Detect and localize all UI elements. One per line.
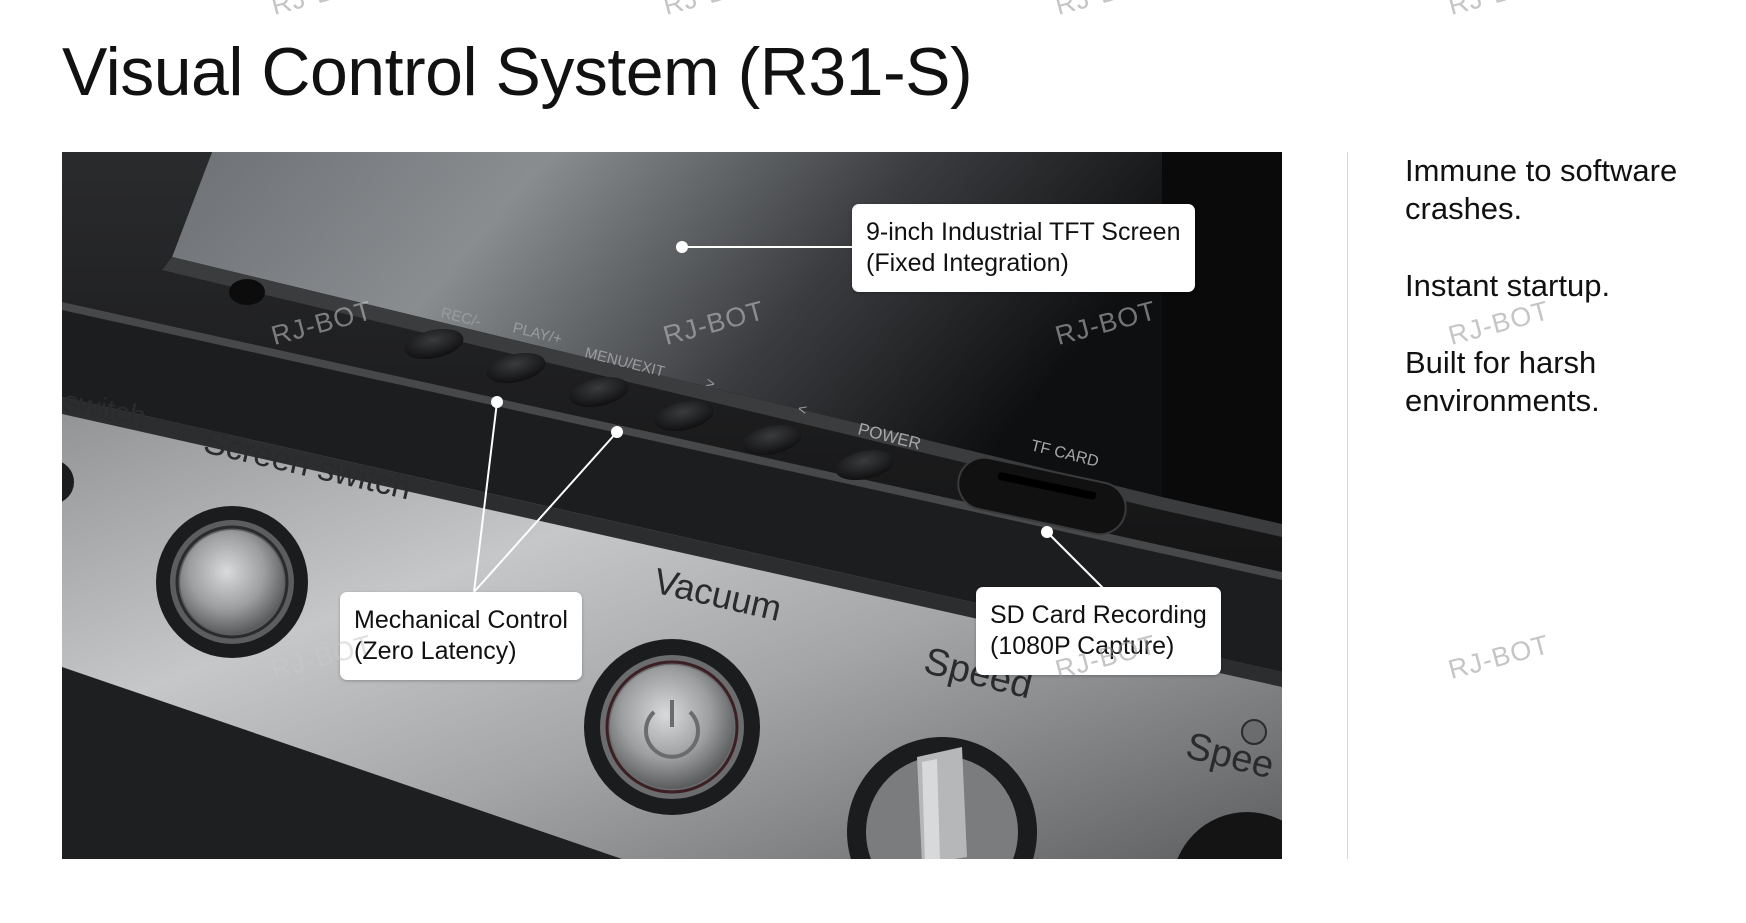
- watermark: RJ-BOT: [1445, 629, 1553, 685]
- mechanical-callout-dot-1: [491, 396, 503, 408]
- sensor-icon: [229, 279, 265, 305]
- watermark: RJ-BOT: [1445, 0, 1553, 22]
- column-divider: [1347, 152, 1348, 859]
- mechanical-callout-dot-2: [611, 426, 623, 438]
- menu-exit-button[interactable]: [567, 372, 632, 412]
- left-label: <: [796, 400, 809, 419]
- watermark: RJ-BOT: [660, 0, 768, 22]
- callout-mechanical-line1: Mechanical Control: [354, 606, 568, 634]
- watermark: RJ-BOT: [1052, 0, 1160, 22]
- left-button[interactable]: [740, 420, 805, 460]
- page-title: Visual Control System (R31-S): [62, 34, 973, 110]
- feature-item: Immune to software crashes.: [1405, 153, 1678, 226]
- callout-sdcard-line2: (1080P Capture): [990, 632, 1175, 660]
- right-button[interactable]: [652, 396, 717, 436]
- feature-item: Built for harsh environments.: [1405, 345, 1600, 418]
- callout-tft-screen-line2: (Fixed Integration): [866, 249, 1069, 277]
- steel-panel: [62, 397, 1282, 859]
- play-button[interactable]: [484, 348, 549, 388]
- screw-icon: [1241, 719, 1267, 745]
- screen-callout-dot: [676, 241, 688, 253]
- right-label: >: [704, 374, 717, 393]
- watermark: RJ-BOT: [268, 0, 376, 22]
- callout-tft-screen: 9-inch Industrial TFT Screen (Fixed Inte…: [852, 204, 1195, 292]
- feature-item: Instant startup.: [1405, 268, 1611, 303]
- feature-list: Immune to software crashes. Instant star…: [1405, 152, 1735, 459]
- callout-mechanical-line2: (Zero Latency): [354, 637, 517, 665]
- rec-button[interactable]: [402, 324, 467, 364]
- callout-sdcard-line1: SD Card Recording: [990, 601, 1207, 629]
- power-icon: [644, 710, 700, 759]
- sdcard-callout-dot: [1041, 526, 1053, 538]
- callout-sd-card: SD Card Recording (1080P Capture): [976, 587, 1221, 675]
- callout-mechanical-control: Mechanical Control (Zero Latency): [340, 592, 582, 680]
- power-button[interactable]: [833, 445, 898, 485]
- callout-tft-screen-line1: 9-inch Industrial TFT Screen: [866, 218, 1181, 246]
